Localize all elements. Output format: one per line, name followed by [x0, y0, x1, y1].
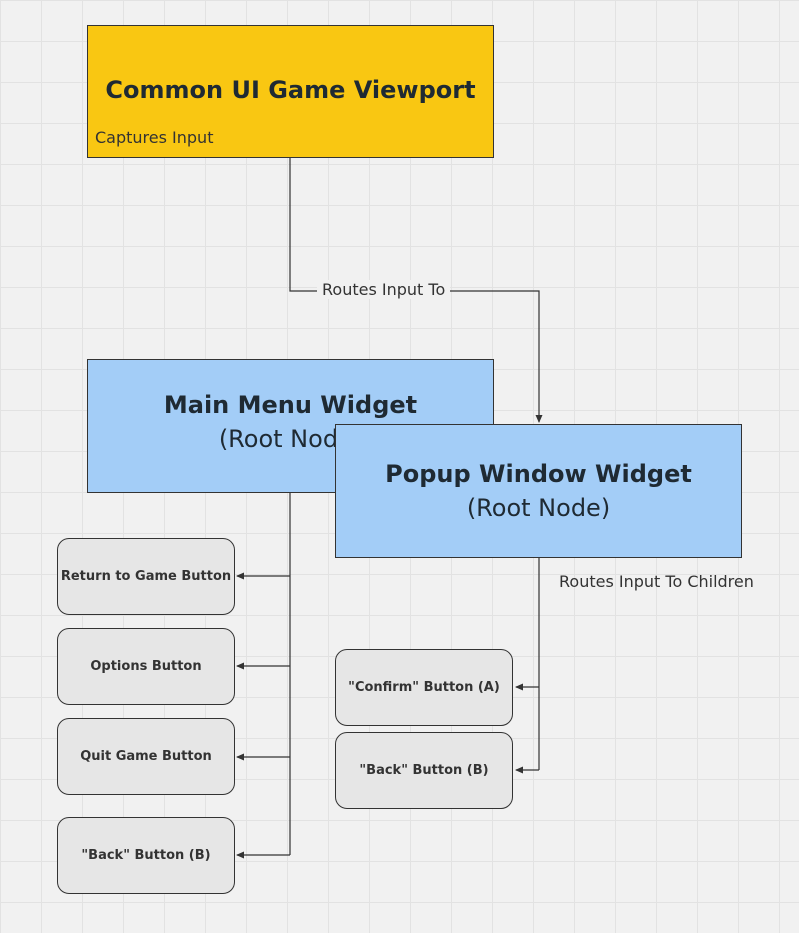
main-menu-back-label: "Back" Button (B) — [81, 848, 211, 863]
popup-back-button[interactable]: "Back" Button (B) — [335, 732, 513, 809]
quit-game-button[interactable]: Quit Game Button — [57, 718, 235, 795]
return-to-game-button[interactable]: Return to Game Button — [57, 538, 235, 615]
return-to-game-label: Return to Game Button — [60, 569, 232, 584]
main-menu-title: Main Menu Widget — [163, 391, 418, 419]
options-button[interactable]: Options Button — [57, 628, 235, 705]
edge-label-routes-children: Routes Input To Children — [559, 572, 754, 591]
viewport-note: Captures Input — [95, 128, 214, 147]
popup-subtitle: (Root Node) — [466, 494, 611, 522]
viewport-node[interactable]: Common UI Game Viewport Captures Input — [87, 25, 494, 158]
popup-back-label: "Back" Button (B) — [359, 763, 489, 778]
popup-title: Popup Window Widget — [385, 460, 692, 488]
edge-label-routes-input: Routes Input To — [317, 280, 451, 299]
main-menu-back-button[interactable]: "Back" Button (B) — [57, 817, 235, 894]
confirm-button[interactable]: "Confirm" Button (A) — [335, 649, 513, 726]
quit-game-label: Quit Game Button — [80, 749, 212, 764]
options-label: Options Button — [90, 659, 202, 674]
confirm-label: "Confirm" Button (A) — [348, 680, 500, 695]
viewport-title: Common UI Game Viewport — [105, 75, 476, 104]
popup-node[interactable]: Popup Window Widget (Root Node) — [335, 424, 742, 558]
